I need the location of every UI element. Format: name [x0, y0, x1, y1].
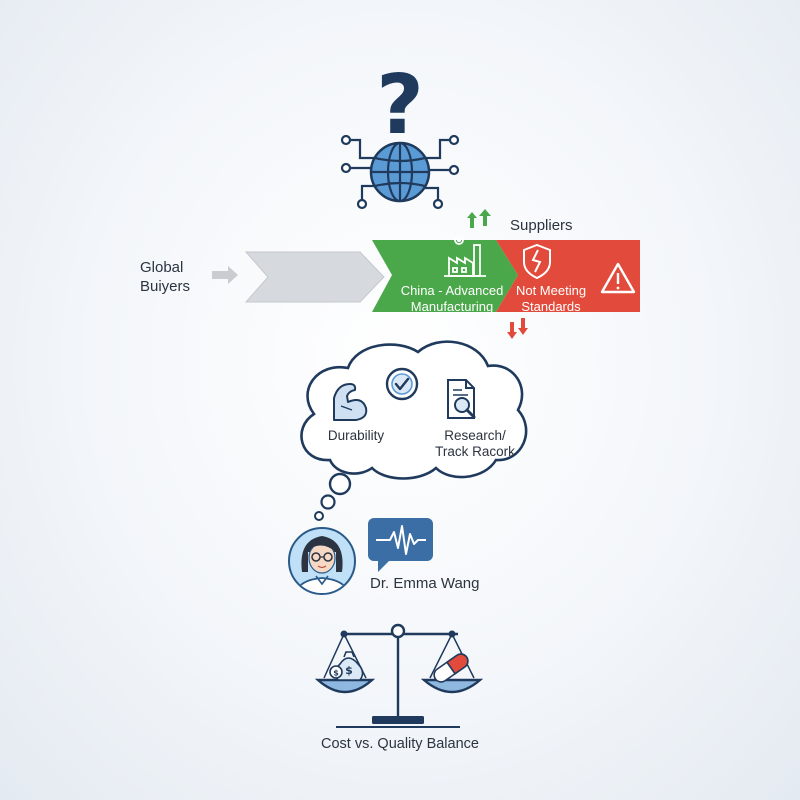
question-mark-icon: ? — [376, 58, 424, 153]
arrow-up-icon — [467, 209, 491, 228]
avatar — [288, 527, 356, 595]
suppliers-label: Suppliers — [510, 217, 573, 234]
arrow-down-icon — [507, 318, 528, 339]
broken-shield-icon — [523, 243, 551, 280]
quality-pill-icon — [433, 653, 469, 683]
red-segment-line1: Not Meeting — [515, 283, 587, 298]
gray-chevron — [244, 251, 385, 303]
research-label-line2: Track Racork — [435, 444, 515, 459]
research-label: Research/ Track Racork — [420, 428, 530, 460]
warning-icon — [600, 262, 636, 294]
checkmark-badge-icon — [385, 367, 419, 401]
money-bag-icon: $ $ — [329, 651, 364, 681]
green-segment-label: China - Advanced Manufacturing — [382, 283, 522, 315]
red-segment-line2: Standards — [521, 299, 581, 314]
svg-text:?: ? — [376, 58, 424, 153]
buyers-label-line2: Buiyers — [140, 278, 191, 295]
durability-label: Durability — [327, 428, 385, 443]
speech-waveform-icon — [368, 518, 433, 572]
green-segment-line1: China - Advanced — [400, 283, 504, 298]
factory-gear-icon — [444, 235, 486, 277]
red-supplier-segment — [496, 240, 640, 312]
balance-label: Cost vs. Quality Balance — [321, 736, 479, 752]
green-segment-line2: Manufacturing — [410, 299, 494, 314]
person-name: Dr. Emma Wang — [370, 575, 480, 592]
document-search-icon — [447, 379, 476, 419]
svg-text:$: $ — [333, 669, 339, 678]
bicep-icon — [333, 383, 368, 421]
svg-text:$: $ — [345, 664, 353, 677]
global-buyers-label: Global Buiyers — [140, 258, 210, 296]
buyers-arrow — [212, 266, 238, 284]
red-segment-label: Not Meeting Standards — [505, 283, 597, 315]
research-label-line1: Research/ — [444, 428, 506, 443]
network-globe-icon — [340, 134, 460, 210]
buyers-label-line1: Global — [140, 259, 184, 276]
thought-cloud — [300, 340, 528, 521]
